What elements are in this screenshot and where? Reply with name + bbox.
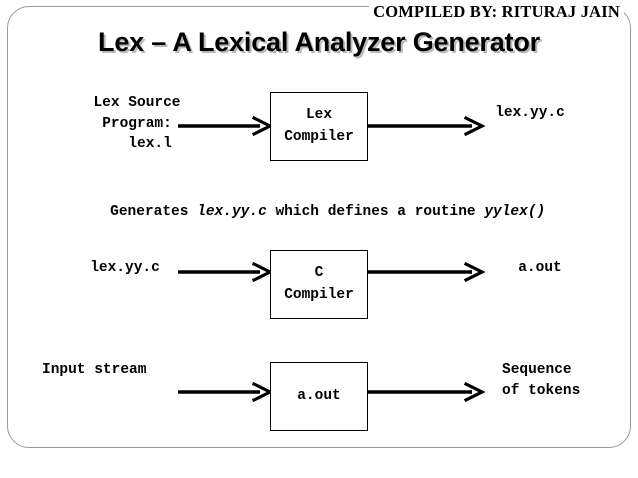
row3-input-label: Input stream bbox=[42, 362, 147, 378]
row2-output-label: a.out bbox=[518, 260, 562, 276]
aout-box: a.out bbox=[270, 362, 368, 431]
row1-output-arrow-icon bbox=[368, 115, 488, 137]
row1-input-arrow-icon bbox=[178, 115, 274, 137]
narrative-emph-lexyyc: lex.yy.c bbox=[197, 204, 267, 220]
row3-output-label: Sequence of tokens bbox=[502, 362, 581, 399]
c-compiler-box: C Compiler bbox=[270, 250, 368, 319]
c-compiler-box-label: C Compiler bbox=[284, 265, 354, 303]
row1-output-label: lex.yy.c bbox=[495, 105, 565, 121]
row2-input-label: lex.yy.c bbox=[90, 260, 160, 276]
row3-input-arrow-icon bbox=[178, 381, 274, 403]
narrative-emph-yylex: yylex() bbox=[484, 204, 546, 220]
row2-output-arrow-icon bbox=[368, 261, 488, 283]
row2-input-arrow-icon bbox=[178, 261, 274, 283]
narrative-part2: which defines a routine bbox=[266, 204, 485, 220]
aout-box-label: a.out bbox=[297, 387, 341, 404]
page-title: Lex – A Lexical Analyzer Generator bbox=[98, 27, 540, 57]
lex-compiler-box: Lex Compiler bbox=[270, 92, 368, 161]
row3-output-arrow-icon bbox=[368, 381, 488, 403]
narrative-line: Generates lex.yy.c which defines a routi… bbox=[0, 188, 638, 220]
narrative-part1: Generates bbox=[110, 204, 198, 220]
header-credit: COMPILED BY: RITURAJ JAIN bbox=[369, 2, 624, 22]
slide-frame bbox=[7, 6, 631, 448]
lex-compiler-box-label: Lex Compiler bbox=[284, 107, 354, 145]
row1-input-label: Lex Source Program: lex.l bbox=[93, 95, 181, 153]
